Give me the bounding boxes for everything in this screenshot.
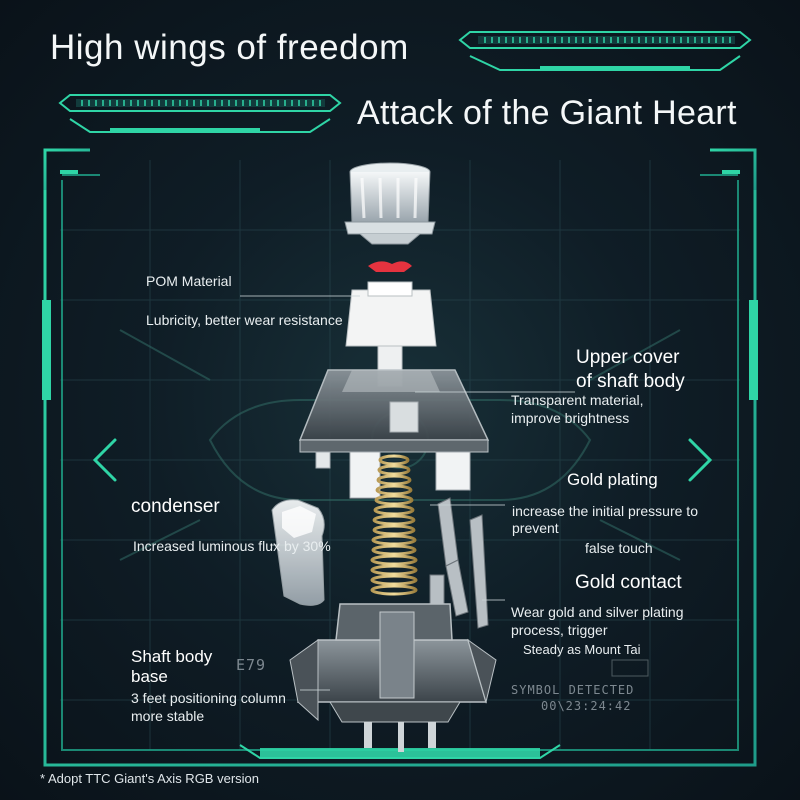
headline-line-1: High wings of freedom bbox=[50, 28, 409, 67]
gold-plating-description-line-2: prevent bbox=[512, 520, 559, 536]
upper-cover-title-line-1: Upper cover bbox=[576, 347, 680, 368]
gold-contact-description-line-1: Wear gold and silver plating bbox=[511, 604, 684, 620]
gold-plating-description-line-3: false touch bbox=[585, 540, 653, 556]
base-title-line-1: Shaft body bbox=[131, 647, 213, 666]
gold-plating-title: Gold plating bbox=[567, 470, 658, 489]
footnote: * Adopt TTC Giant's Axis RGB version bbox=[40, 771, 259, 786]
base-title-line-2: base bbox=[131, 667, 168, 686]
lower-housing bbox=[289, 603, 497, 752]
gold-contact-title: Gold contact bbox=[575, 572, 682, 593]
upper-housing bbox=[298, 369, 490, 499]
chevron-left-icon bbox=[92, 438, 117, 482]
hud-time: 00\23:24:42 bbox=[541, 699, 632, 713]
gold-contact-description-line-3: Steady as Mount Tai bbox=[523, 642, 641, 657]
condenser-description: Increased luminous flux by 30% bbox=[133, 538, 331, 554]
condenser-title: condenser bbox=[131, 496, 220, 517]
headline-line-2: Attack of the Giant Heart bbox=[357, 94, 737, 132]
base-description-line-1: 3 feet positioning column bbox=[131, 690, 286, 706]
header-bar-left bbox=[58, 94, 342, 133]
spring bbox=[370, 454, 418, 596]
top-lens bbox=[344, 162, 436, 245]
header-bar-right bbox=[458, 31, 752, 71]
condenser-part bbox=[271, 499, 325, 606]
gold-contact-description-line-2: process, trigger bbox=[511, 622, 608, 638]
base-description-line-2: more stable bbox=[131, 708, 205, 724]
upper-cover-description-line-1: Transparent material, bbox=[511, 392, 644, 408]
pom-description: Lubricity, better wear resistance bbox=[146, 312, 343, 328]
upper-cover-title-line-2: of shaft body bbox=[576, 371, 685, 392]
hud-status: SYMBOL DETECTED bbox=[511, 683, 635, 697]
hud-code: E79 bbox=[236, 656, 267, 674]
upper-cover-description-line-2: improve brightness bbox=[511, 410, 630, 426]
hud-frame bbox=[43, 148, 757, 767]
chevron-right-icon bbox=[688, 438, 713, 482]
pom-title: POM Material bbox=[146, 273, 232, 289]
gold-plating-description-line-1: increase the initial pressure to bbox=[512, 503, 698, 519]
